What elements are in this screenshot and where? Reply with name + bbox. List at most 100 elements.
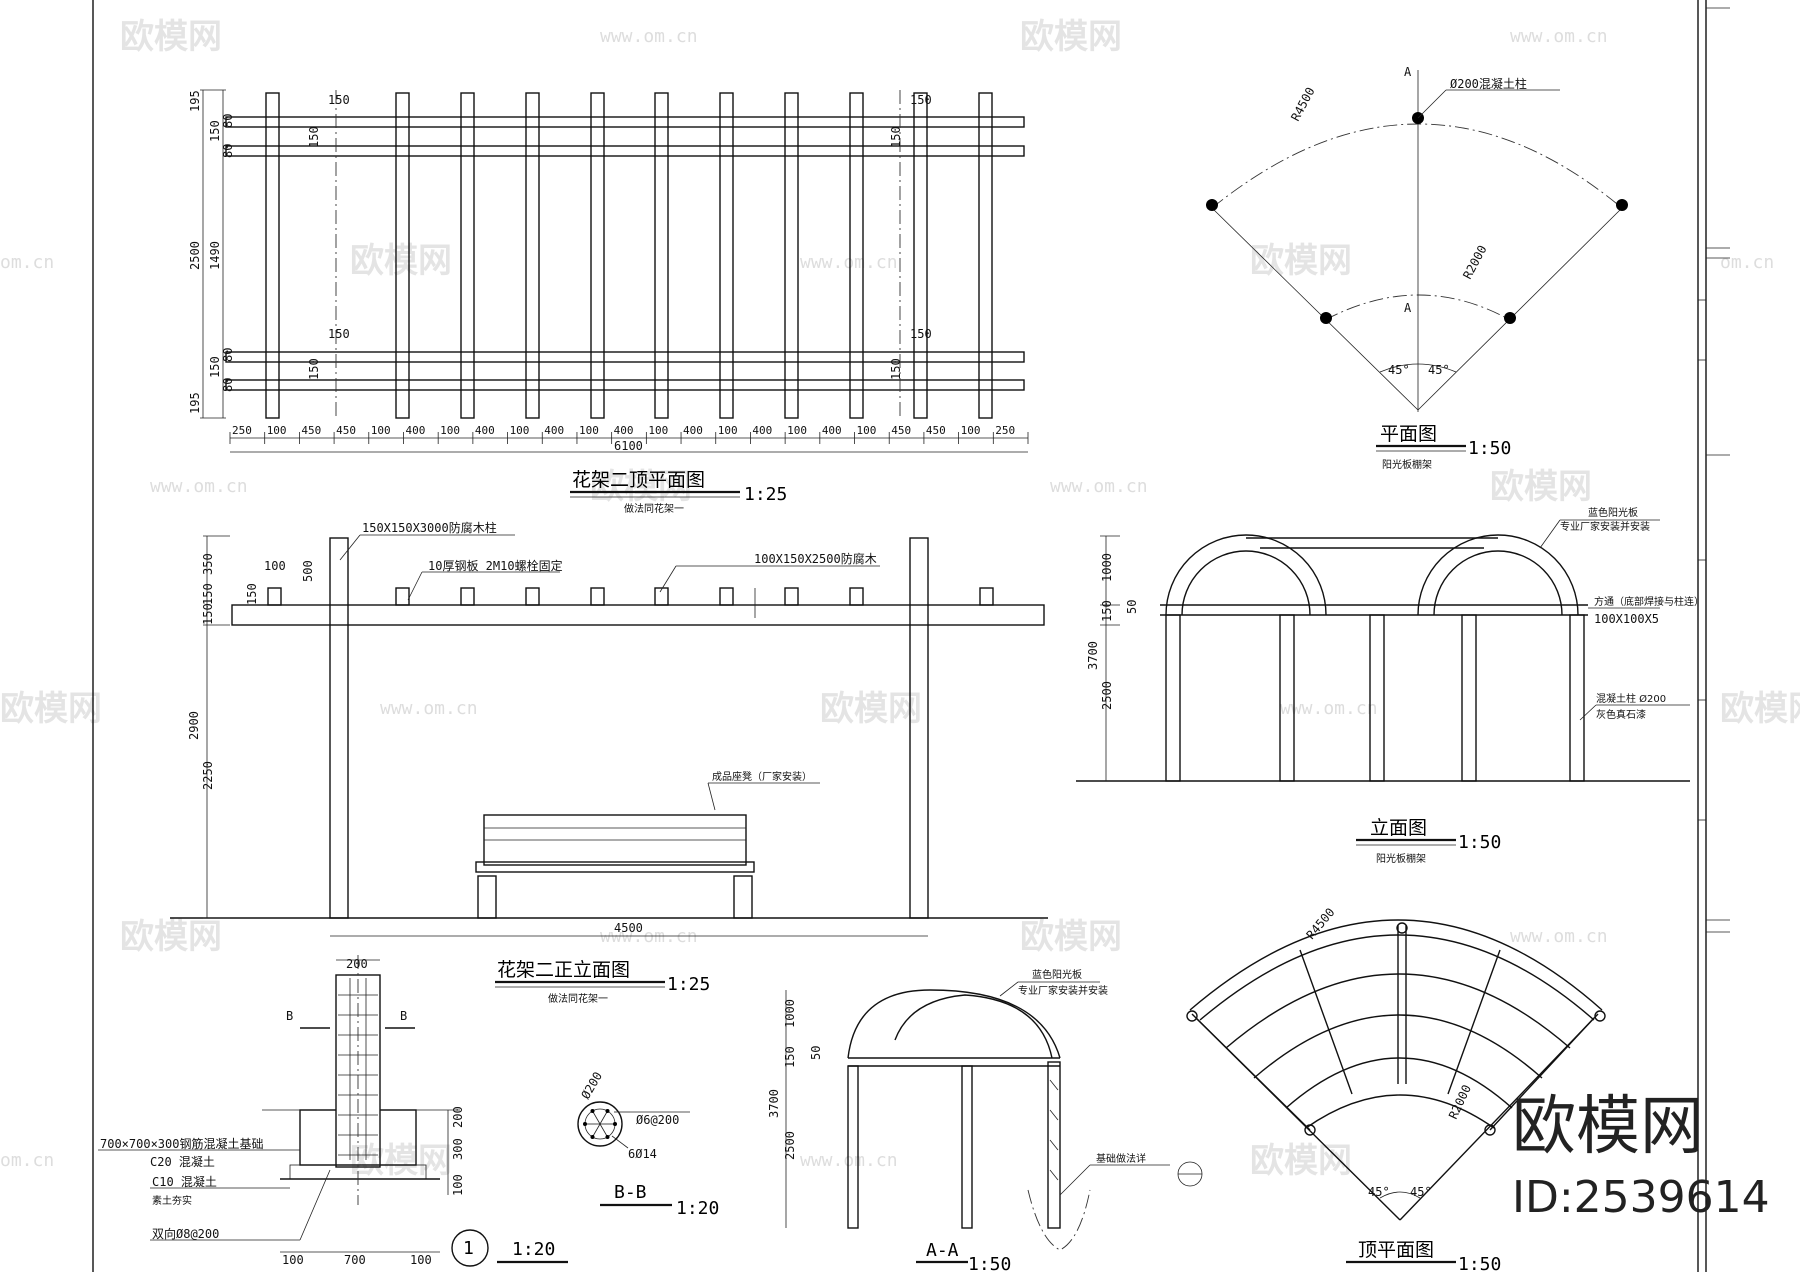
label-panel-note: 专业厂家安装并安装 <box>1018 984 1108 997</box>
dim-label: 450 <box>891 424 911 437</box>
dim-label: 350 <box>201 553 215 575</box>
beam <box>978 92 993 419</box>
label-concrete: C10 混凝土 <box>152 1174 217 1189</box>
dim-label: 100 <box>282 1253 304 1267</box>
dim-label: 150 <box>208 356 222 378</box>
dim-label: 150 <box>201 603 215 625</box>
beam <box>590 92 605 419</box>
label-tube-size: 100X100X5 <box>1594 612 1659 626</box>
column <box>1165 614 1181 782</box>
top-plan-view: 195 150 80 80 2500 1490 80 150 80 195 15… <box>188 89 1029 515</box>
rail <box>225 351 1025 363</box>
dim-radius: R2000 <box>1460 243 1489 281</box>
section-mark: B <box>286 1009 293 1023</box>
watermark-logo: 欧模网 <box>1250 1141 1352 1181</box>
dim-label: 200 <box>346 957 368 971</box>
dim-radius: R4500 <box>1304 905 1338 942</box>
dim-label: 150 <box>889 126 903 148</box>
dim-angle: 45° <box>1388 363 1410 377</box>
dim-angle: 45° <box>1428 363 1450 377</box>
watermark-edge: om.cn <box>1720 252 1774 273</box>
label-rebar: Ø6@200 <box>636 1113 679 1127</box>
label-foundation: 基础做法详 <box>1096 1152 1146 1165</box>
label-soil: 素土夯实 <box>152 1194 192 1207</box>
beam <box>913 92 928 419</box>
beam <box>654 92 669 419</box>
bb-rebar <box>583 1109 617 1139</box>
rebar-bar <box>599 1123 608 1138</box>
dim-label: 80 <box>221 378 235 392</box>
watermark-layer: 欧模网 www.om.cn 欧模网 www.om.cn om.cn 欧模网 ww… <box>0 17 1800 1181</box>
dim-label: 3700 <box>1086 641 1100 670</box>
dim-label: 150 <box>201 583 215 605</box>
dim-label: 700 <box>344 1253 366 1267</box>
dim-label: 100 <box>787 424 807 437</box>
dim-width: 4500 <box>614 921 643 935</box>
dim-label: 1000 <box>783 999 797 1028</box>
dim-label: 400 <box>405 424 425 437</box>
dim-label: 150 <box>307 126 321 148</box>
watermark-logo: 欧模网 <box>120 17 222 57</box>
view-scale: 1:25 <box>667 974 710 995</box>
dim-label: 100 <box>718 424 738 437</box>
rebar-dot <box>590 1109 595 1114</box>
rail <box>225 116 1025 128</box>
dim-label: 100 <box>648 424 668 437</box>
view-scale: 1:25 <box>744 484 787 505</box>
beam <box>525 92 540 419</box>
dim-label: 1490 <box>208 241 222 270</box>
rebar-dot <box>583 1122 587 1126</box>
top-plan-rails <box>225 116 1025 391</box>
beam <box>460 92 475 419</box>
section-mark: A <box>1404 301 1412 315</box>
watermark-logo: 欧模网 <box>350 1141 452 1181</box>
label-base: 700×700×300钢筋混凝土基础 <box>100 1136 263 1151</box>
label-column: Ø200混凝土柱 <box>1450 76 1527 91</box>
dim-label: 200 <box>451 1106 465 1128</box>
section-mark: B <box>400 1009 407 1023</box>
label-panel: 蓝色阳光板 <box>1032 968 1082 981</box>
label-steel-plate: 10厚钢板 2M10螺栓固定 <box>428 558 563 573</box>
front-elevation-view: 350 150 150 2900 2250 100 500 150 150X15… <box>170 520 1048 1005</box>
rafter-end <box>849 587 864 606</box>
label-beam: 100X150X2500防腐木 <box>754 551 877 566</box>
dim-label: 1000 <box>1100 553 1114 582</box>
watermark-logo: 欧模网 <box>1490 467 1592 507</box>
dim-label: 450 <box>336 424 356 437</box>
rail <box>225 379 1025 391</box>
dim-label: 100 <box>451 1174 465 1196</box>
rafter-end <box>784 587 799 606</box>
rafter-end <box>719 587 734 606</box>
beam <box>395 92 410 419</box>
dim-label: 250 <box>232 424 252 437</box>
dim-label: 2500 <box>1100 681 1114 710</box>
watermark-logo: 欧模网 <box>820 689 922 729</box>
sheet-frame <box>92 0 1730 1272</box>
brand-id: ID:2539614 <box>1512 1172 1770 1223</box>
rebar-dot <box>590 1134 595 1139</box>
dim-label: 195 <box>188 392 202 414</box>
label-tube: 方通（底部焊接与柱连） <box>1594 595 1704 608</box>
view-scale: 1:20 <box>676 1198 719 1219</box>
dim-total: 6100 <box>614 439 643 453</box>
rebar-bar <box>599 1110 608 1125</box>
watermark-edge: om.cn <box>0 252 54 273</box>
dim-label: 150 <box>910 327 932 341</box>
dim-label: 100 <box>440 424 460 437</box>
dim-radius: R4500 <box>1288 85 1317 123</box>
dim-label: 150 <box>889 358 903 380</box>
dim-label: 150 <box>1100 600 1114 622</box>
rafter-end <box>979 587 994 606</box>
view-subtitle: 阳光板棚架 <box>1376 852 1426 865</box>
rebar-bar <box>592 1110 601 1125</box>
column <box>1461 614 1477 782</box>
column <box>1569 614 1585 782</box>
label-column: 混凝土柱 Ø200 <box>1596 692 1666 705</box>
bench-leg <box>477 875 497 919</box>
view-title: 花架二顶平面图 <box>572 469 705 491</box>
dim-label: 80 <box>221 348 235 362</box>
watermark-url: www.om.cn <box>800 1150 898 1171</box>
section-mark: A <box>1404 65 1412 79</box>
rafter-end <box>460 587 475 606</box>
